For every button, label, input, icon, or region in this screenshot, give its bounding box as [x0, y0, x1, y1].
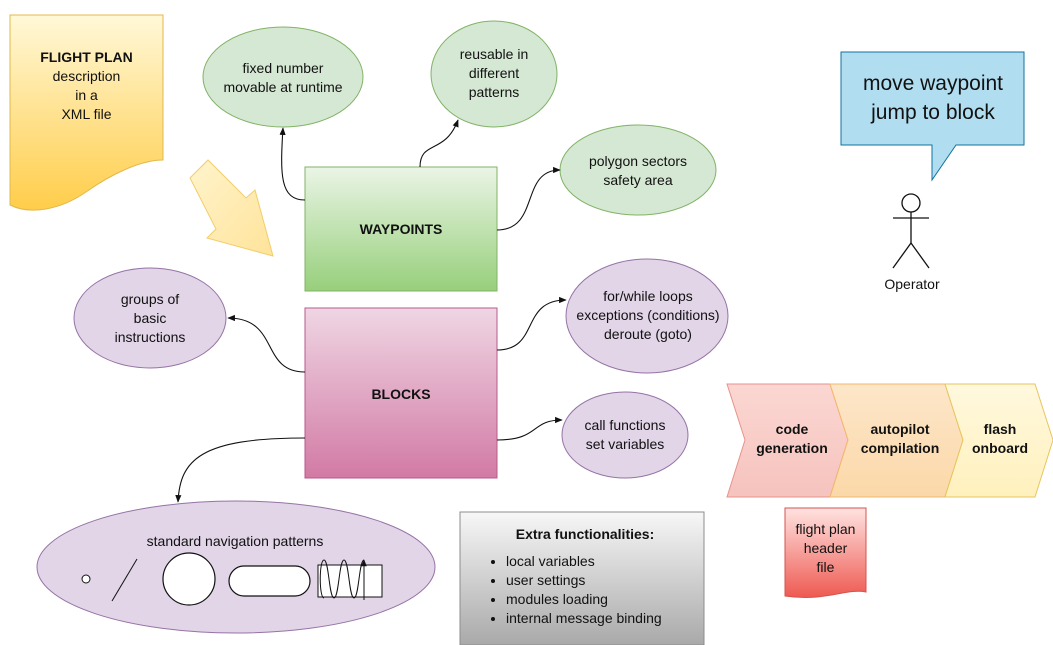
operator-icon	[892, 193, 930, 269]
extra-functionalities-title: Extra functionalities:	[515, 526, 655, 542]
connector-to-fixed-number	[279, 127, 306, 201]
waypoint-feature-polygon-text: polygon sectors safety area	[588, 153, 688, 188]
blocks-feature-groups-text: groups of basic instructions	[114, 291, 186, 345]
extra-functionalities-list: local variables user settings modules lo…	[480, 552, 662, 628]
operator-label: Operator	[884, 276, 940, 292]
waypoint-feature-fixed-number	[202, 26, 364, 128]
blocks-box	[304, 307, 498, 479]
blocks-feature-loops-text: for/while loops exceptions (conditions) …	[576, 288, 720, 342]
operator-speech-text: move waypoint jump to block	[862, 72, 1004, 124]
header-file-text: flight plan header file	[795, 521, 856, 575]
connector-to-navigation	[175, 437, 306, 503]
connector-to-loops	[496, 296, 567, 351]
waypoint-feature-reusable	[430, 20, 558, 128]
survey-pattern-icon	[317, 559, 383, 600]
process-step-autopilot-compilation-label: autopilot compilation	[860, 421, 940, 456]
navigation-patterns-ellipse	[36, 500, 436, 634]
flight-plan-document	[9, 14, 164, 211]
blocks-feature-loops	[565, 258, 729, 374]
waypoint-feature-reusable-text: reusable in different patterns	[459, 46, 529, 100]
process-step-flash-onboard	[944, 383, 1053, 498]
operator-speech-bubble	[840, 51, 1025, 182]
connector-to-functions	[496, 416, 563, 441]
flight-plan-flow-arrow	[189, 159, 274, 257]
process-step-code-generation-label: code generation	[756, 421, 828, 456]
process-step-flash-onboard-label: flash onboard	[972, 421, 1028, 456]
extra-item: internal message binding	[506, 609, 662, 628]
connector-to-polygon	[496, 166, 561, 231]
header-file-document	[784, 507, 867, 599]
waypoint-feature-fixed-number-text: fixed number movable at runtime	[223, 60, 343, 95]
extra-item: local variables	[506, 552, 662, 571]
circle-icon	[162, 552, 216, 606]
extra-item: user settings	[506, 571, 662, 590]
flight-plan-title: FLIGHT PLAN	[40, 49, 133, 65]
circle-point-icon	[81, 574, 91, 584]
blocks-feature-functions	[561, 391, 689, 479]
blocks-label: BLOCKS	[371, 386, 431, 402]
line-icon	[111, 558, 138, 602]
oval-icon	[228, 565, 311, 597]
connector-to-groups	[227, 314, 306, 373]
extra-functionalities-box	[459, 511, 705, 645]
blocks-feature-functions-text: call functions set variables	[584, 417, 666, 452]
waypoints-box	[304, 166, 498, 292]
extra-item: modules loading	[506, 590, 662, 609]
waypoints-label: WAYPOINTS	[359, 221, 443, 237]
navigation-patterns-title: standard navigation patterns	[146, 533, 324, 549]
flight-plan-description: description in a XML file	[52, 68, 121, 122]
blocks-feature-groups	[73, 267, 227, 369]
connector-to-reusable	[419, 119, 459, 168]
